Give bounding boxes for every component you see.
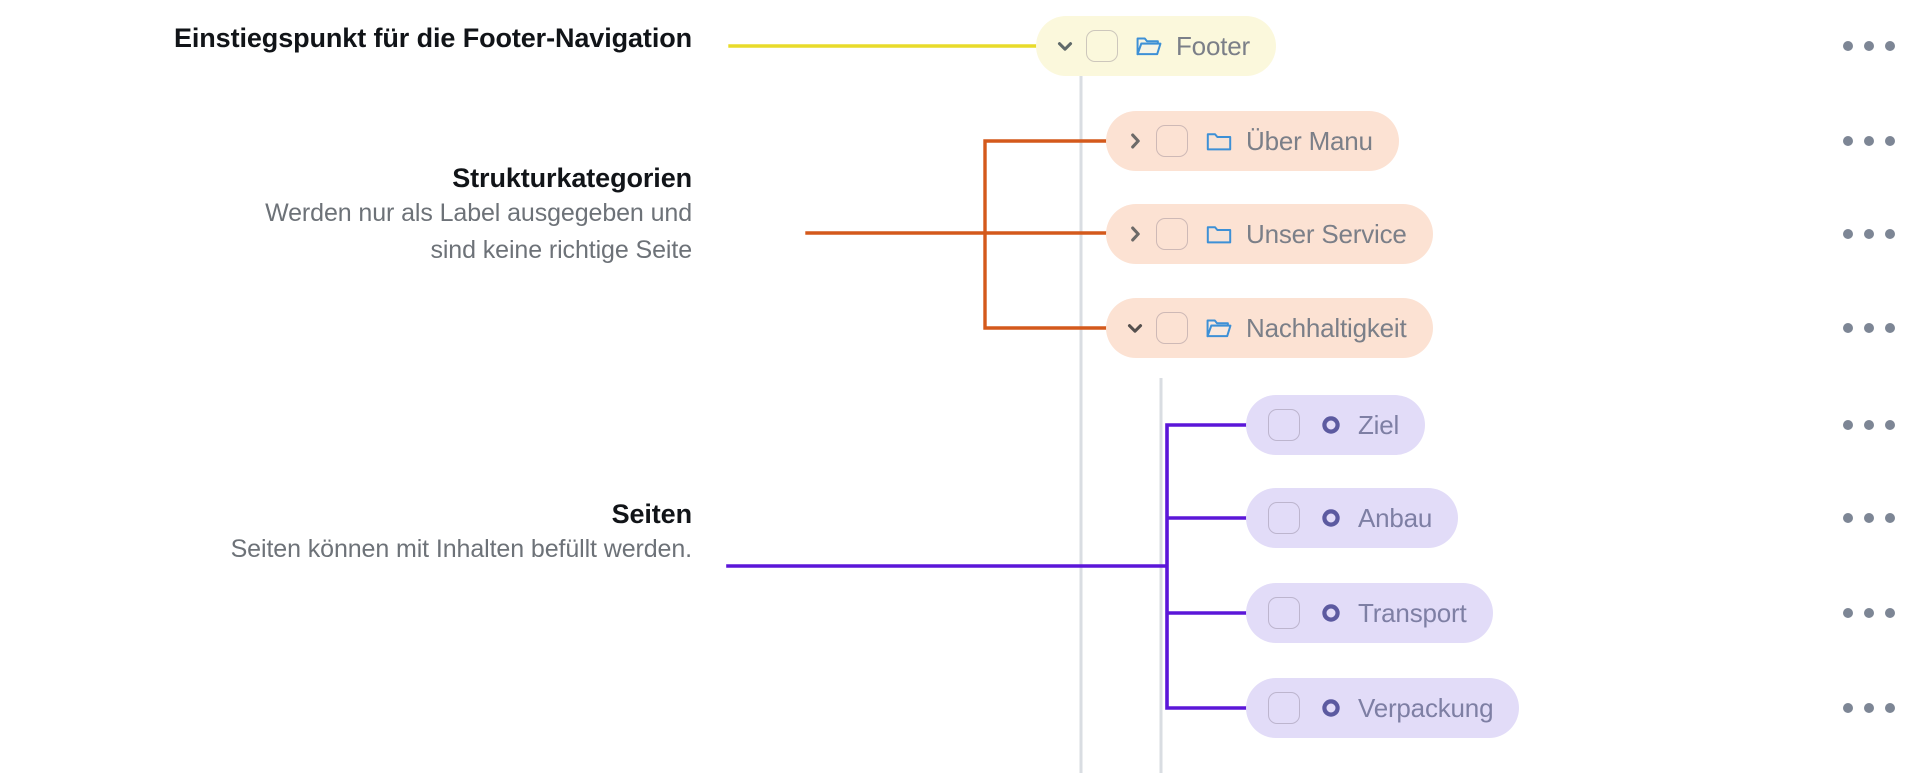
- annotation-subtitle-line: Seiten können mit Inhalten befüllt werde…: [230, 534, 692, 563]
- page-dot-icon: [1316, 410, 1346, 440]
- ellipsis-icon-dot: [1885, 608, 1895, 618]
- node-menu-button-nachhaltigkeit[interactable]: [1843, 315, 1895, 341]
- node-menu-button-footer[interactable]: [1843, 33, 1895, 59]
- page-dot-icon: [1316, 598, 1346, 628]
- annotation-subtitle-line: sind keine richtige Seite: [430, 236, 692, 265]
- chevron-right-icon[interactable]: [1120, 219, 1150, 249]
- ellipsis-icon-dot: [1843, 513, 1853, 523]
- node-menu-button-ziel[interactable]: [1843, 412, 1895, 438]
- ellipsis-icon-dot: [1864, 608, 1874, 618]
- chevron-down-icon[interactable]: [1050, 31, 1080, 61]
- node-checkbox[interactable]: [1268, 409, 1300, 441]
- tree-node-ueber-manu[interactable]: Über Manu: [1106, 111, 1399, 171]
- ellipsis-icon-dot: [1864, 513, 1874, 523]
- ellipsis-icon-dot: [1864, 323, 1874, 333]
- ellipsis-icon-dot: [1885, 703, 1895, 713]
- tree-node-anbau[interactable]: Anbau: [1246, 488, 1459, 548]
- node-menu-button-transport[interactable]: [1843, 600, 1895, 626]
- tree-node-label: Unser Service: [1246, 219, 1407, 249]
- tree-node-label: Transport: [1358, 598, 1467, 628]
- ellipsis-icon-dot: [1885, 323, 1895, 333]
- annotation-title: Seiten: [611, 499, 693, 529]
- tree-node-label: Verpackung: [1358, 693, 1494, 723]
- wire-categories-bracket: [805, 139, 1108, 330]
- tree-node-verpackung[interactable]: Verpackung: [1246, 678, 1520, 738]
- ellipsis-icon-dot: [1885, 41, 1895, 51]
- tree-node-label: Ziel: [1358, 410, 1400, 440]
- folder-open-icon: [1204, 313, 1234, 343]
- ellipsis-icon-dot: [1864, 420, 1874, 430]
- node-checkbox[interactable]: [1268, 502, 1300, 534]
- ellipsis-icon-dot: [1843, 41, 1853, 51]
- node-checkbox[interactable]: [1268, 692, 1300, 724]
- folder-closed-icon: [1204, 219, 1234, 249]
- folder-closed-icon: [1204, 126, 1234, 156]
- ellipsis-icon-dot: [1885, 229, 1895, 239]
- ellipsis-icon-dot: [1843, 608, 1853, 618]
- ellipsis-icon-dot: [1843, 229, 1853, 239]
- ellipsis-icon-dot: [1843, 703, 1853, 713]
- node-menu-button-verpackung[interactable]: [1843, 695, 1895, 721]
- annotation-structure-categories: Strukturkategorien Werden nur als Label …: [0, 162, 692, 270]
- node-checkbox[interactable]: [1156, 125, 1188, 157]
- folder-open-icon: [1134, 31, 1164, 61]
- ellipsis-icon-dot: [1864, 229, 1874, 239]
- tree-node-ziel[interactable]: Ziel: [1246, 395, 1426, 455]
- tree-node-unser-service[interactable]: Unser Service: [1106, 204, 1433, 264]
- wire-pages-bracket: [726, 423, 1248, 710]
- node-menu-button-anbau[interactable]: [1843, 505, 1895, 531]
- tree-node-nachhaltigkeit[interactable]: Nachhaltigkeit: [1106, 298, 1433, 358]
- ellipsis-icon-dot: [1864, 703, 1874, 713]
- node-checkbox[interactable]: [1156, 218, 1188, 250]
- node-menu-button-ueber-manu[interactable]: [1843, 128, 1895, 154]
- ellipsis-icon-dot: [1885, 136, 1895, 146]
- ellipsis-icon-dot: [1843, 420, 1853, 430]
- tree-node-transport[interactable]: Transport: [1246, 583, 1493, 643]
- tree-node-footer[interactable]: Footer: [1036, 16, 1276, 76]
- ellipsis-icon-dot: [1885, 420, 1895, 430]
- annotation-entry-point: Einstiegspunkt für die Footer-Navigation: [0, 22, 692, 55]
- annotation-title: Strukturkategorien: [452, 163, 692, 193]
- tree-node-label: Über Manu: [1246, 126, 1373, 156]
- annotation-title: Einstiegspunkt für die Footer-Navigation: [173, 23, 692, 53]
- page-dot-icon: [1316, 693, 1346, 723]
- tree-node-label: Anbau: [1358, 503, 1433, 533]
- ellipsis-icon-dot: [1864, 41, 1874, 51]
- node-checkbox[interactable]: [1268, 597, 1300, 629]
- annotation-pages: Seiten Seiten können mit Inhalten befüll…: [0, 498, 692, 568]
- chevron-down-icon[interactable]: [1120, 313, 1150, 343]
- ellipsis-icon-dot: [1843, 136, 1853, 146]
- node-checkbox[interactable]: [1086, 30, 1118, 62]
- tree-node-label: Nachhaltigkeit: [1246, 313, 1407, 343]
- ellipsis-icon-dot: [1864, 136, 1874, 146]
- annotation-subtitle-line: Werden nur als Label ausgegeben und: [265, 198, 692, 227]
- tree-node-label: Footer: [1176, 31, 1250, 61]
- node-menu-button-unser-service[interactable]: [1843, 221, 1895, 247]
- ellipsis-icon-dot: [1843, 323, 1853, 333]
- ellipsis-icon-dot: [1885, 513, 1895, 523]
- chevron-right-icon[interactable]: [1120, 126, 1150, 156]
- node-checkbox[interactable]: [1156, 312, 1188, 344]
- page-dot-icon: [1316, 503, 1346, 533]
